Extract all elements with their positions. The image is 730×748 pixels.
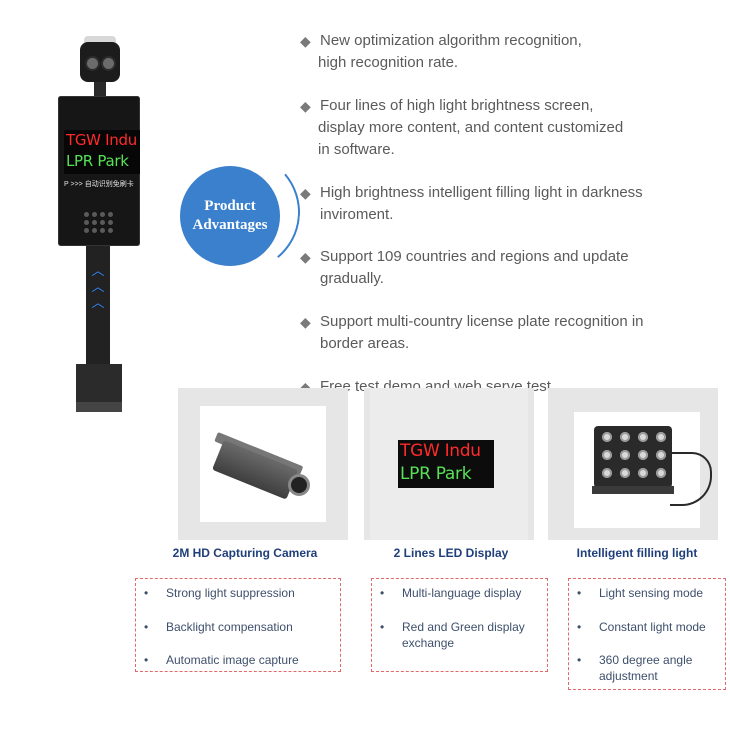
diamond-bullet-icon: ◆ xyxy=(300,379,311,395)
feature-item: ◆ Four lines of high light brightness sc… xyxy=(300,95,623,161)
bullet-icon: • xyxy=(380,620,385,634)
terminal-base xyxy=(76,364,122,402)
product-advantages-badge: Product Advantages xyxy=(180,166,280,266)
diamond-bullet-icon: ◆ xyxy=(300,98,311,114)
diamond-bullet-icon: ◆ xyxy=(300,249,311,265)
mini-led-screen: TGW Indu LPR Park xyxy=(398,440,494,488)
feature-text: Four lines of high light brightness scre… xyxy=(320,97,594,114)
camera-mount xyxy=(94,82,106,98)
bullet-icon: • xyxy=(380,586,385,600)
bullet-icon: • xyxy=(577,653,582,667)
chevron-up-icon: ︿ xyxy=(91,263,105,278)
spec-item: • Strong light suppression xyxy=(144,586,295,600)
lpr-terminal-image: TGW Indu LPR Park P >>> 自动识别免刷卡 ︿ ︿ ︿ xyxy=(54,36,144,416)
feature-text: High brightness intelligent filling ligh… xyxy=(320,184,643,201)
led-display-card: TGW Indu LPR Park xyxy=(364,388,534,540)
feature-text: Support multi-country license plate reco… xyxy=(320,313,644,330)
diamond-bullet-icon: ◆ xyxy=(300,33,311,49)
camera-spec-box: • Strong light suppression • Backlight c… xyxy=(135,578,341,672)
badge-line-1: Product xyxy=(204,198,256,214)
camera-title: 2M HD Capturing Camera xyxy=(172,546,318,560)
camera-image xyxy=(200,406,326,522)
fill-light-spec-box: • Light sensing mode • Constant light mo… xyxy=(568,578,726,690)
led-display-title: 2 Lines LED Display xyxy=(393,546,509,560)
bullet-icon: • xyxy=(144,586,149,600)
feature-item: ◆ Support multi-country license plate re… xyxy=(300,311,644,355)
led-line-1: TGW Indu xyxy=(400,441,481,461)
spec-item: • Constant light mode xyxy=(577,620,706,634)
badge-line-2: Advantages xyxy=(192,217,268,233)
terminal-foot xyxy=(76,402,122,412)
spec-item: • Red and Green display exchange xyxy=(380,620,525,650)
led-spec-box: • Multi-language display • Red and Green… xyxy=(371,578,548,672)
terminal-led-screen: TGW Indu LPR Park xyxy=(64,130,140,174)
feature-text: high recognition rate. xyxy=(318,54,459,71)
camera-head xyxy=(80,42,120,82)
fill-light-title: Intelligent filling light xyxy=(576,546,698,560)
spec-item: • 360 degree angle adjustment xyxy=(577,653,693,683)
feature-text: in software. xyxy=(318,141,395,158)
spec-item: • Light sensing mode xyxy=(577,586,704,600)
chevron-up-icon: ︿ xyxy=(91,279,105,294)
led-line-2: LPR Park xyxy=(400,464,472,484)
led-display-image: TGW Indu LPR Park xyxy=(370,388,528,540)
feature-text: New optimization algorithm recognition, xyxy=(320,32,582,49)
feature-item: ◆ Support 109 countries and regions and … xyxy=(300,246,629,290)
spec-item: • Automatic image capture xyxy=(144,653,299,667)
feature-text: gradually. xyxy=(320,270,384,287)
chevron-up-icon: ︿ xyxy=(91,295,105,310)
bullet-icon: • xyxy=(577,586,582,600)
spec-item: • Multi-language display xyxy=(380,586,522,600)
led-line-2: LPR Park xyxy=(66,152,129,170)
cabinet-label: P >>> 自动识别免刷卡 xyxy=(64,181,134,188)
feature-text: inviroment. xyxy=(320,206,394,223)
fill-light-bracket xyxy=(592,486,674,494)
terminal-pole xyxy=(86,246,110,364)
fill-light-card xyxy=(548,388,718,540)
diamond-bullet-icon: ◆ xyxy=(300,185,311,201)
camera-lens-icon xyxy=(101,56,116,71)
bullet-icon: • xyxy=(144,653,149,667)
camera-card xyxy=(178,388,348,540)
bullet-icon: • xyxy=(144,620,149,634)
camera-lens-icon xyxy=(288,474,310,496)
led-line-1: TGW Indu xyxy=(66,131,137,149)
fill-light-cable xyxy=(670,452,712,506)
keypad-icon xyxy=(84,212,114,240)
feature-item: ◆ High brightness intelligent filling li… xyxy=(300,182,643,226)
camera-lens-icon xyxy=(85,56,100,71)
feature-text: Support 109 countries and regions and up… xyxy=(320,248,629,265)
diamond-bullet-icon: ◆ xyxy=(300,314,311,330)
fill-light-image xyxy=(574,412,712,528)
feature-item: ◆ New optimization algorithm recognition… xyxy=(300,30,582,74)
feature-text: display more content, and content custom… xyxy=(318,119,624,136)
bullet-icon: • xyxy=(577,620,582,634)
terminal-cabinet: TGW Indu LPR Park P >>> 自动识别免刷卡 xyxy=(58,96,140,246)
spec-item: • Backlight compensation xyxy=(144,620,293,634)
feature-text: border areas. xyxy=(320,335,410,352)
fill-light-panel xyxy=(594,426,672,488)
